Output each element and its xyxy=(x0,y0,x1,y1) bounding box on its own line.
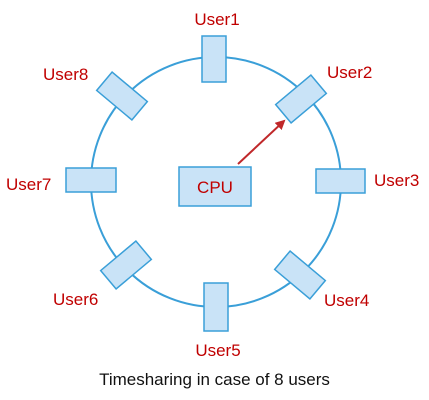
cpu-box xyxy=(178,166,252,207)
user4-label: User4 xyxy=(324,291,369,310)
cpu-pointer-arrow xyxy=(237,119,286,165)
user6-label: User6 xyxy=(53,290,98,309)
terminal-user4 xyxy=(273,249,327,301)
terminal-user1 xyxy=(201,35,227,83)
cpu-label: CPU xyxy=(197,178,233,197)
user1-label: User1 xyxy=(194,10,239,29)
user7-label: User7 xyxy=(6,175,51,194)
timesharing-diagram: CPU User1 User2 User3 User4 User5 User6 … xyxy=(6,10,419,360)
user8-label: User8 xyxy=(43,65,88,84)
terminal-user7 xyxy=(65,167,117,193)
terminal-user3 xyxy=(315,168,366,194)
terminal-user8 xyxy=(95,70,149,122)
user2-label: User2 xyxy=(327,63,372,82)
user5-label: User5 xyxy=(195,341,240,360)
terminal-user6 xyxy=(99,239,153,291)
diagram-caption: Timesharing in case of 8 users xyxy=(99,370,330,389)
terminal-user2 xyxy=(274,73,328,125)
user3-label: User3 xyxy=(374,171,419,190)
terminal-user5 xyxy=(203,282,229,332)
